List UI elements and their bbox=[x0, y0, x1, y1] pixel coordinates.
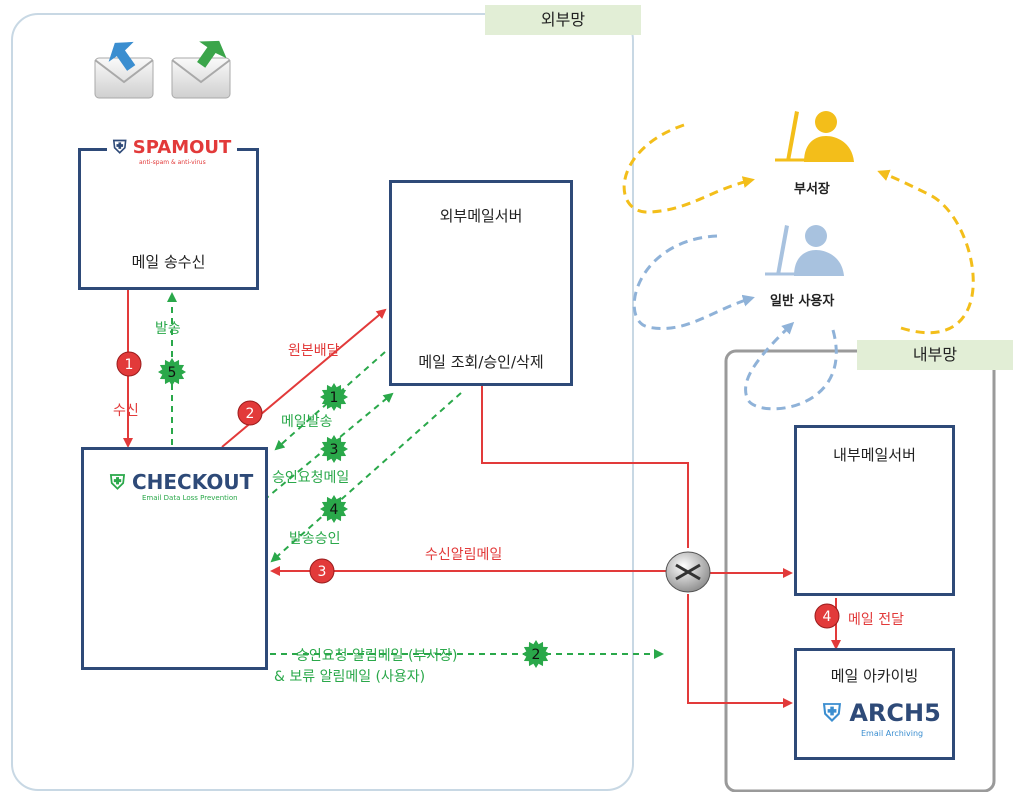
green-step-number: 2 bbox=[532, 647, 541, 663]
ext-server-title: 외부메일서버 bbox=[439, 207, 523, 225]
mail-send-arrow bbox=[274, 351, 386, 451]
router-to-archive-arrow bbox=[687, 594, 793, 708]
send-approval-label: 발송승인 bbox=[289, 531, 341, 547]
green-step-number: 1 bbox=[330, 390, 339, 406]
outbox-mail-icon bbox=[171, 40, 231, 99]
approval-request-arrow bbox=[263, 392, 394, 501]
internal-zone-label: 내부망 bbox=[857, 340, 1013, 370]
router-icon bbox=[665, 551, 711, 593]
notify-label-2: & 보류 알림메일 (사용자) bbox=[274, 669, 426, 685]
int-server-title: 내부메일서버 bbox=[833, 446, 916, 464]
spamout-logo: ⛨ SPAMOUT bbox=[107, 137, 238, 158]
archive-logo: ⛨ ARCH5 bbox=[823, 699, 941, 727]
deliver-label: 메일 전달 bbox=[848, 612, 904, 628]
green-step-number: 3 bbox=[330, 442, 339, 458]
green-step-badge-1: 1 bbox=[320, 383, 348, 411]
user-loop-left bbox=[632, 234, 755, 330]
user-loop-right bbox=[744, 321, 838, 411]
green-step-badge-5: 5 bbox=[158, 358, 186, 386]
send-approval-arrow bbox=[270, 392, 462, 563]
receipt-notice-label: 수신알림메일 bbox=[425, 547, 503, 563]
green-step-badge-4: 4 bbox=[320, 495, 348, 523]
red-step-badge-4: 4 bbox=[814, 603, 840, 629]
spamout-tagline: anti-spam & anti-virus bbox=[139, 159, 206, 166]
red-step-number: 3 bbox=[318, 564, 327, 580]
red-step-number: 1 bbox=[125, 357, 134, 373]
ext-mail-server-box: 외부메일서버 메일 조회/승인/삭제 bbox=[389, 180, 573, 386]
manager-loop-right bbox=[877, 169, 975, 335]
red-step-number: 4 bbox=[823, 609, 832, 625]
external-zone bbox=[11, 13, 634, 791]
external-zone-label: 외부망 bbox=[485, 5, 641, 35]
badges-layer: 1 2 3 4 5 1 3 4 2 bbox=[116, 351, 840, 668]
checkout-tagline: Email Data Loss Prevention bbox=[142, 494, 238, 502]
user-label: 일반 사용자 bbox=[770, 294, 835, 309]
ext-server-label: 메일 조회/승인/삭제 bbox=[418, 353, 544, 371]
archive-title: 메일 아카이빙 bbox=[830, 667, 919, 685]
manager-person-icon bbox=[775, 111, 854, 162]
approval-request-label: 승인요청메일 bbox=[272, 470, 350, 486]
send-label: 발송 bbox=[155, 321, 181, 337]
red-step-number: 2 bbox=[246, 406, 255, 422]
red-step-badge-1: 1 bbox=[116, 351, 142, 377]
ext-to-router-line bbox=[481, 386, 689, 548]
original-delivery-label: 원본배달 bbox=[288, 343, 340, 359]
mail-send-label: 메일발송 bbox=[281, 414, 333, 430]
user-person-icon bbox=[765, 225, 844, 276]
red-step-badge-3: 3 bbox=[309, 558, 335, 584]
inbox-mail-icon bbox=[94, 41, 154, 99]
spamout-label: 메일 송수신 bbox=[131, 253, 206, 271]
checkout-box: ⛨ CHECKOUT Email Data Loss Prevention bbox=[81, 447, 268, 670]
manager-label: 부서장 bbox=[794, 182, 830, 197]
green-step-badge-2: 2 bbox=[522, 640, 550, 668]
green-step-number: 5 bbox=[168, 365, 177, 381]
notify-label-1: 승인요청 알림메일 (부서장) bbox=[296, 648, 458, 664]
red-step-badge-2: 2 bbox=[237, 400, 263, 426]
green-step-number: 4 bbox=[330, 502, 339, 518]
archive-tagline: Email Archiving bbox=[861, 729, 924, 738]
manager-loop-left bbox=[622, 123, 755, 214]
archive-box: 메일 아카이빙 ⛨ ARCH5 Email Archiving bbox=[794, 648, 955, 760]
int-mail-server-box: 내부메일서버 bbox=[794, 425, 955, 596]
spamout-box: ⛨ SPAMOUT anti-spam & anti-virus 메일 송수신 bbox=[78, 137, 259, 290]
checkout-logo: ⛨ CHECKOUT bbox=[110, 470, 254, 494]
green-step-badge-3: 3 bbox=[320, 435, 348, 463]
receive-label: 수신 bbox=[113, 403, 139, 419]
